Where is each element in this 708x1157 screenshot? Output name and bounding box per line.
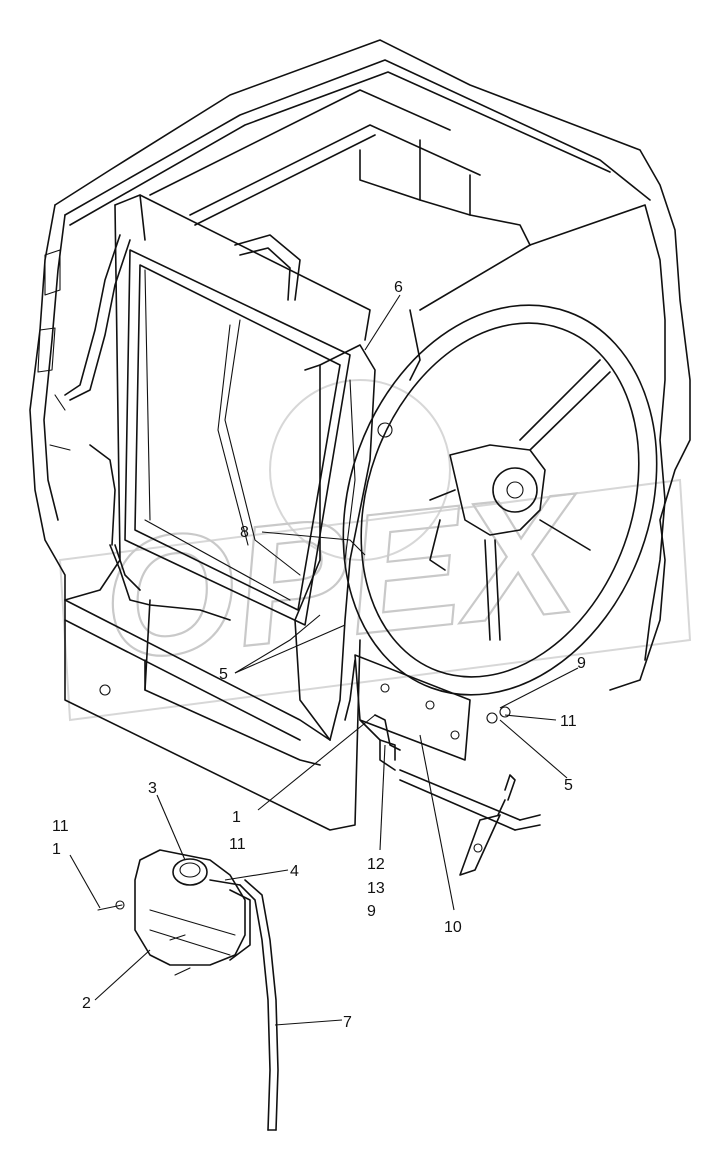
- callout-6: 6: [394, 279, 403, 296]
- lower-tank: [64, 444, 331, 766]
- callout-10: 10: [444, 919, 462, 936]
- leader-lines: [69, 294, 579, 1026]
- callout-5-right: 5: [564, 777, 573, 794]
- callout-2: 2: [82, 995, 91, 1012]
- fan-shroud: [342, 304, 658, 696]
- watermark-gear: [269, 379, 451, 561]
- callout-13: 13: [367, 880, 385, 897]
- callout-11-center: 11: [229, 836, 246, 853]
- callout-9-lower: 9: [367, 903, 376, 920]
- callout-3: 3: [148, 780, 157, 797]
- callout-11-right: 11: [560, 713, 577, 730]
- callout-1-center: 1: [232, 809, 241, 826]
- callout-1-left: 1: [52, 841, 61, 858]
- radiator-core: [124, 234, 351, 626]
- expansion-tank: [97, 849, 251, 976]
- callout-labels: 6 8 5 9 11 5 1 11 3 11 1 4 12 13 9 10 2 …: [52, 279, 586, 1031]
- left-hoses: [49, 234, 131, 451]
- callout-7: 7: [343, 1014, 352, 1031]
- callout-5-left: 5: [219, 666, 228, 683]
- watermark: OPEX: [58, 379, 692, 722]
- overflow-hose: [239, 879, 279, 1131]
- radiator-frame: [29, 39, 691, 831]
- callout-9-right: 9: [577, 655, 586, 672]
- callout-11-left: 11: [52, 818, 69, 835]
- watermark-frame: [58, 478, 692, 722]
- callout-8: 8: [240, 524, 249, 541]
- side-member: [294, 344, 393, 741]
- fasteners-right: [379, 706, 511, 761]
- callout-4: 4: [290, 863, 299, 880]
- sensor-bracket: [459, 774, 516, 876]
- callout-12: 12: [367, 856, 385, 873]
